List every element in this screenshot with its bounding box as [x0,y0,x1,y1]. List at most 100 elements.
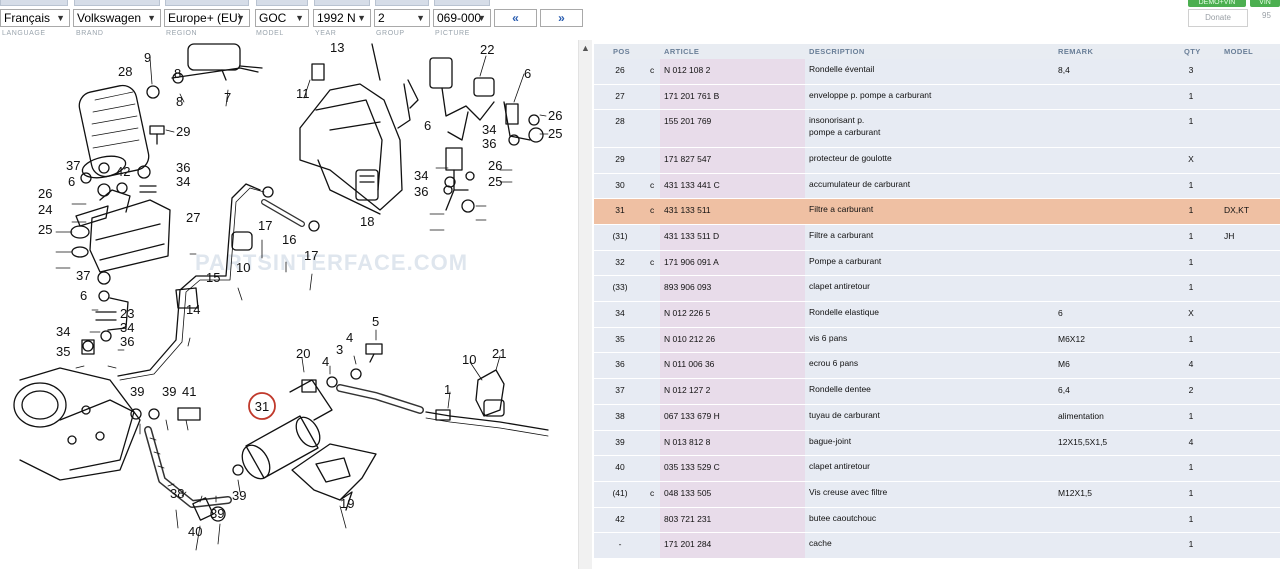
article-cell-bg [660,59,805,84]
callout-numbers: 28 9 8 8 7 13 11 22 6 29 26 25 6 34 36 2… [38,40,562,539]
cell-flag: c [650,65,655,75]
cell-flag: c [650,179,655,190]
part-base-plate [13,367,141,481]
cell-qty: 1 [1188,539,1194,550]
picture-select[interactable]: 069-000 ▼ [433,9,491,27]
cell-article[interactable]: 171 201 284 [664,539,712,550]
cell-article[interactable]: 803 721 231 [664,513,712,524]
cell-article[interactable]: N 013 812 8 [664,436,711,447]
region-select[interactable]: Europe+ (EU) ▼ [164,9,250,27]
vin-button[interactable]: VIN [1250,0,1280,7]
language-value: Français [4,11,51,25]
brand-select[interactable]: Volkswagen ▼ [73,9,161,27]
callout-6: 6 [68,174,75,189]
cell-qty: 1 [1188,116,1194,127]
cell-pos: 31 [615,205,625,216]
cell-qty: 1 [1188,231,1194,242]
field-labels: LANGUAGE BRAND REGION MODEL YEAR GROUP P… [0,30,600,40]
highlight-callout-label: 31 [255,399,269,414]
callout-10: 10 [462,352,476,367]
cell-article[interactable]: 171 827 547 [664,153,712,164]
cell-pos: 39 [615,436,625,447]
cell-article[interactable]: 171 201 761 B [664,90,720,101]
cell-article[interactable]: 048 133 505 [664,487,712,498]
callout-42: 42 [116,164,130,179]
header-pos: POS [613,47,631,56]
model-select[interactable]: GOC ▼ [255,9,309,27]
cell-pos: 36 [615,359,625,370]
callout-7: 7 [224,90,231,105]
callout-26: 26 [548,108,562,123]
callout-8: 8 [174,66,181,81]
callout-36: 36 [176,160,190,175]
part-22-bracket [429,57,544,146]
cell-flag: c [650,205,655,216]
diagram-scrollbar[interactable]: ▲ [578,40,592,569]
cell-article[interactable]: N 012 108 2 [664,65,711,75]
cell-pos: (41) [612,487,628,498]
cell-article[interactable]: N 010 212 26 [664,333,716,344]
article-cell-bg [660,404,805,430]
cell-description: cache [809,537,832,549]
article-cell-bg [660,110,805,147]
cell-article[interactable]: 035 133 529 C [664,462,720,473]
article-cell-bg [660,533,805,558]
previous-picture-button[interactable]: « [494,9,537,27]
cell-article[interactable]: N 012 127 2 [664,385,711,396]
chevron-down-icon: ▼ [56,13,65,23]
callout-5: 5 [372,314,379,329]
description-line: Filtre a carburant [809,204,874,215]
part-pump-top [146,43,263,99]
cell-article[interactable]: 431 133 511 [664,205,711,216]
language-select[interactable]: Français ▼ [0,9,70,27]
highlight-callout-31[interactable]: 31 [248,392,276,420]
cell-article[interactable]: N 011 006 36 [664,359,715,370]
demo-vin-button[interactable]: DEMO+VIN [1188,0,1246,7]
cell-pos: 28 [615,116,625,127]
cell-model: JH [1224,231,1235,242]
cell-article[interactable]: N 012 226 5 [664,308,711,319]
donate-button[interactable]: Donate [1188,9,1248,27]
cell-article[interactable]: 431 133 511 D [664,231,720,242]
cell-pos: 26 [615,65,625,75]
description-line: Pompe a carburant [809,255,882,266]
callout-14: 14 [186,302,200,317]
cell-article[interactable]: 155 201 769 [664,116,712,127]
part-27-cover [70,182,171,273]
cell-remark: 8,4 [1058,65,1070,75]
year-select[interactable]: 1992 N ▼ [313,9,371,27]
callout-17: 17 [304,248,318,263]
parts-diagram[interactable]: PARTSINTERFACE.COM [0,40,578,569]
chevron-down-icon: ▼ [477,13,486,23]
triangle-up-icon[interactable]: ▲ [581,43,590,53]
cell-article[interactable]: 067 133 679 H [664,410,720,421]
next-picture-button[interactable]: » [540,9,583,27]
top-strip-segment [314,0,370,6]
cell-article[interactable]: 171 906 091 A [664,256,719,267]
cell-article[interactable]: 431 133 441 C [664,179,720,190]
cell-description: tuyau de carburant [809,409,880,421]
description-line: butee caoutchouc [809,512,877,523]
group-select[interactable]: 2 ▼ [374,9,430,27]
callout-35: 35 [56,344,70,359]
cell-article[interactable]: 893 906 093 [664,282,712,293]
